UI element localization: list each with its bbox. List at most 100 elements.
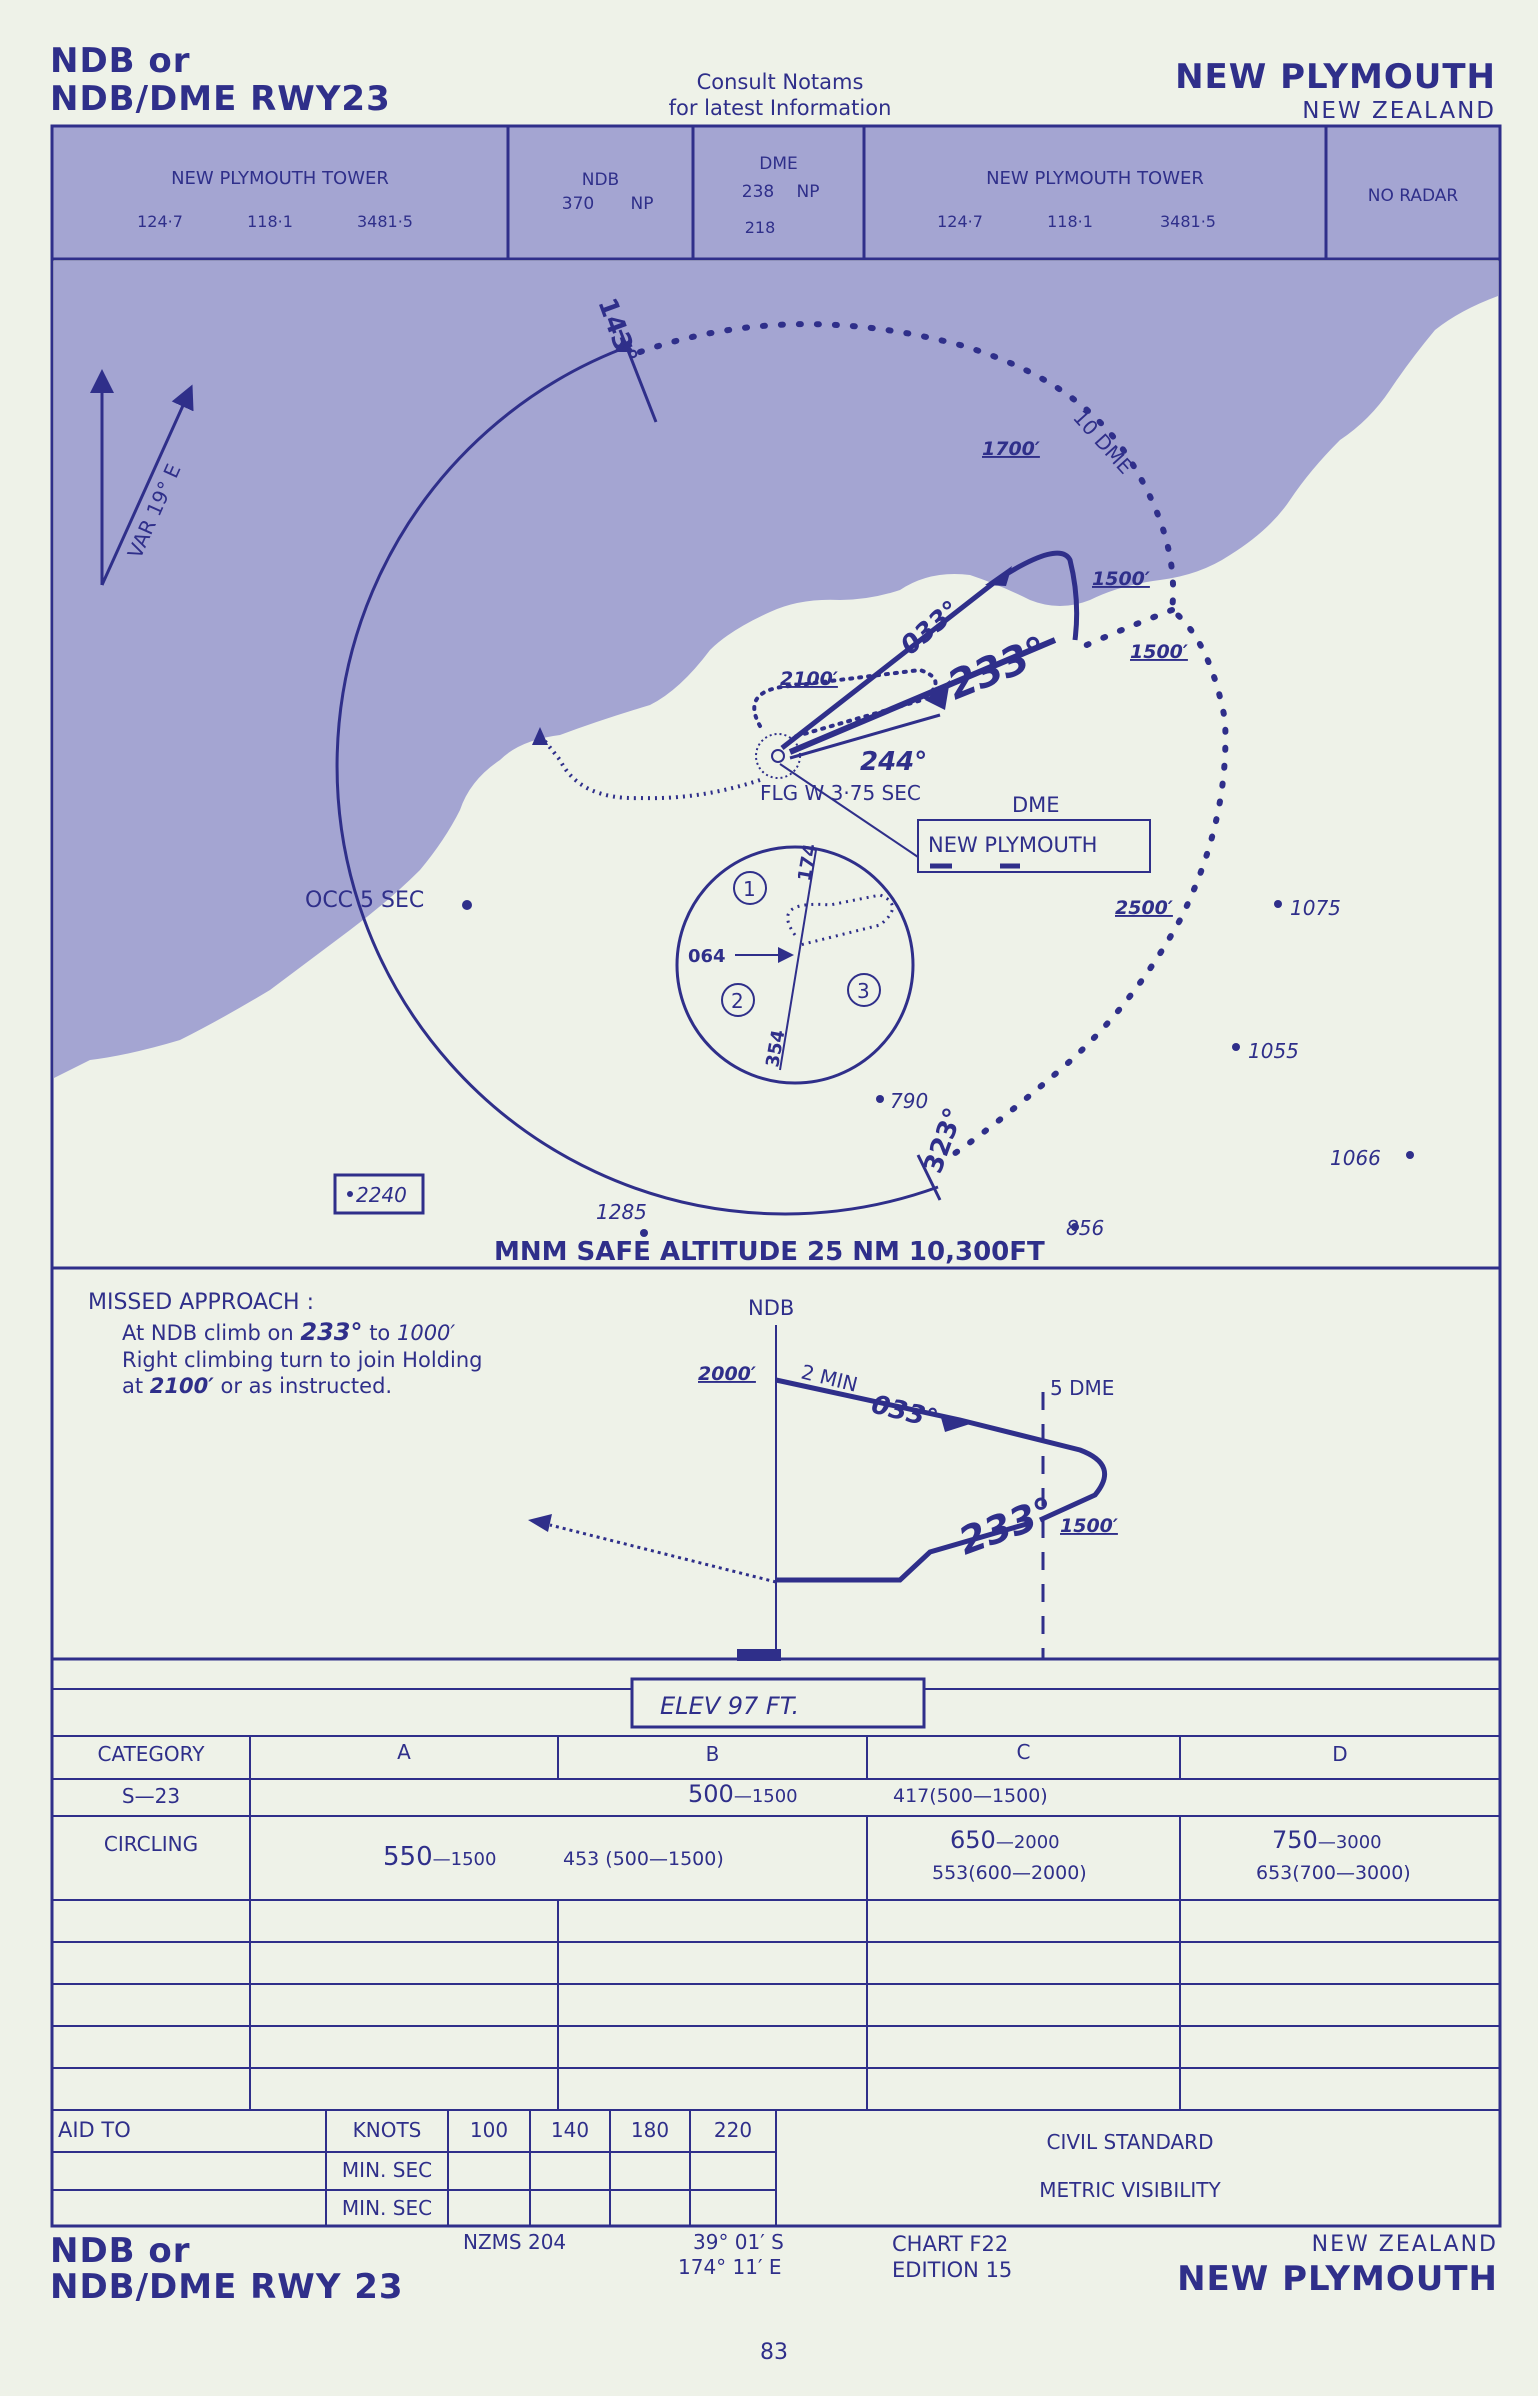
dme-freq: 218 xyxy=(744,218,776,237)
minima-circling-c-dme: 553(600—2000) xyxy=(932,1862,1087,1884)
elev-2240: 2240 xyxy=(356,1183,407,1207)
sector-354: 354 xyxy=(762,1028,789,1069)
missed-title: MISSED APPROACH : xyxy=(88,1290,315,1315)
minima-circling-ab: 550—1500 xyxy=(383,1842,497,1872)
tower1-f1: 124·7 xyxy=(137,212,183,231)
metric-visibility: METRIC VISIBILITY xyxy=(1039,2178,1221,2202)
minima-cat-b: B xyxy=(705,1742,720,1766)
sector-2: 2 xyxy=(731,989,744,1013)
crs-033: 033° xyxy=(895,595,966,661)
elev-text: ELEV 97 FT. xyxy=(660,1692,799,1720)
elev-1285: 1285 xyxy=(596,1200,647,1224)
occ-label: OCC 5 SEC xyxy=(305,888,424,913)
tower2-f2: 118·1 xyxy=(1047,212,1093,231)
speed-100: 100 xyxy=(469,2118,509,2142)
footer-title-2: NDB/DME RWY 23 xyxy=(50,2267,404,2307)
dme-box xyxy=(917,819,1151,873)
profile-5dme: 5 DME xyxy=(1050,1376,1114,1400)
sea-area xyxy=(54,261,1498,1078)
dme-label: DME xyxy=(759,154,798,174)
minima-cat-d: D xyxy=(1332,1742,1348,1766)
title-left-line2: NDB/DME RWY23 xyxy=(50,79,391,119)
flg-label: FLG W 3·75 SEC xyxy=(760,781,921,805)
country: NEW ZEALAND xyxy=(1302,98,1496,124)
profile-alt-1500: 1500′ xyxy=(1060,1515,1118,1537)
dme-box-line1: DME xyxy=(1012,793,1060,817)
title-left-line1: NDB or xyxy=(50,41,191,81)
tower1-f3: 3481·5 xyxy=(357,212,413,231)
dme-arc xyxy=(335,343,939,1216)
sector-1: 1 xyxy=(743,877,756,901)
footer-country: NEW ZEALAND xyxy=(1311,2232,1498,2257)
missed-line3: at 2100′ or as instructed. xyxy=(122,1374,393,1398)
minima-category-label: CATEGORY xyxy=(97,1742,205,1766)
minima-s23-value: 500—1500 xyxy=(688,1780,798,1808)
knots-label: KNOTS xyxy=(352,2118,422,2142)
sector-3: 3 xyxy=(857,979,870,1003)
missed-line1: At NDB climb on 233° to 1000′ xyxy=(122,1318,456,1346)
speed-140: 140 xyxy=(550,2118,590,2142)
msa-label: MNM SAFE ALTITUDE 25 NM 10,300FT xyxy=(494,1237,1045,1267)
crs-233: 233° xyxy=(942,628,1055,709)
footer-edition: EDITION 15 xyxy=(892,2258,1013,2282)
minima-circling-label: CIRCLING xyxy=(103,1832,199,1856)
elev-790: 790 xyxy=(890,1089,928,1113)
elev-box xyxy=(630,1677,926,1729)
radar-label: NO RADAR xyxy=(1367,186,1459,206)
footer-lon: 174° 11′ E xyxy=(678,2255,782,2279)
footer-chart: CHART F22 xyxy=(892,2232,1009,2256)
footer-title-1: NDB or xyxy=(50,2231,191,2271)
notams-line1: Consult Notams xyxy=(696,70,864,94)
tower2-f1: 124·7 xyxy=(937,212,983,231)
tower1-name: NEW PLYMOUTH TOWER xyxy=(171,168,389,189)
min-sec-label-1: MIN. SEC xyxy=(341,2158,433,2182)
footer-lat: 39° 01′ S xyxy=(693,2230,784,2254)
aid-to-label: AID TO xyxy=(58,2118,131,2142)
ndb-freq: 370 xyxy=(561,194,595,214)
civil-standard: CIVIL STANDARD xyxy=(1046,2130,1214,2154)
profile-alt-2000: 2000′ xyxy=(698,1363,756,1385)
comms-band xyxy=(50,124,1502,261)
minima-circling-d-dme: 653(700—3000) xyxy=(1256,1862,1411,1884)
crs-244: 244° xyxy=(860,747,927,777)
minima-circling-ab-dme: 453 (500—1500) xyxy=(563,1848,724,1870)
minima-circling-c: 650—2000 xyxy=(950,1826,1060,1854)
hdg-323: 323° xyxy=(918,1104,969,1177)
alt-2100: 2100′ xyxy=(780,668,838,690)
speed-220: 220 xyxy=(713,2118,753,2142)
alt-2500: 2500′ xyxy=(1115,897,1173,919)
page-number: 83 xyxy=(760,2340,788,2365)
elev-1055: 1055 xyxy=(1248,1039,1299,1063)
minima-cat-c: C xyxy=(1016,1740,1031,1764)
min-sec-label-2: MIN. SEC xyxy=(341,2196,433,2220)
ndb-label: NDB xyxy=(581,170,620,190)
missed-line2: Right climbing turn to join Holding xyxy=(122,1348,483,1372)
profile-crs-033: 033° xyxy=(868,1390,941,1435)
notams-line2: for latest Information xyxy=(668,96,892,120)
sector-064: 064 xyxy=(688,946,726,967)
minima-s23-label: S—23 xyxy=(121,1784,181,1808)
minima-circling-d: 750—3000 xyxy=(1272,1826,1382,1854)
dme-channel: 238 xyxy=(741,182,775,202)
sector-entry-circle xyxy=(675,845,915,1085)
ndb-id: NP xyxy=(630,194,654,214)
tower2-name: NEW PLYMOUTH TOWER xyxy=(986,168,1204,189)
elev-856: 856 xyxy=(1066,1216,1104,1240)
minima-cat-a: A xyxy=(397,1740,411,1764)
minima-s23-dme: 417(500—1500) xyxy=(893,1785,1048,1807)
elev-1066: 1066 xyxy=(1330,1146,1381,1170)
dme-box-line2: NEW PLYMOUTH xyxy=(928,833,1097,857)
alt-1500a: 1500′ xyxy=(1092,568,1150,590)
profile-ndb: NDB xyxy=(748,1296,794,1320)
speed-180: 180 xyxy=(630,2118,670,2142)
alt-1700: 1700′ xyxy=(982,438,1040,460)
title-right: NEW PLYMOUTH xyxy=(1175,57,1496,97)
footer-nzms: NZMS 204 xyxy=(463,2230,567,2254)
tower2-f3: 3481·5 xyxy=(1160,212,1216,231)
elev-1075: 1075 xyxy=(1290,896,1341,920)
tower1-f2: 118·1 xyxy=(247,212,293,231)
dme-id: NP xyxy=(796,182,820,202)
footer-title-right: NEW PLYMOUTH xyxy=(1177,2259,1498,2299)
alt-1500b: 1500′ xyxy=(1130,641,1188,663)
